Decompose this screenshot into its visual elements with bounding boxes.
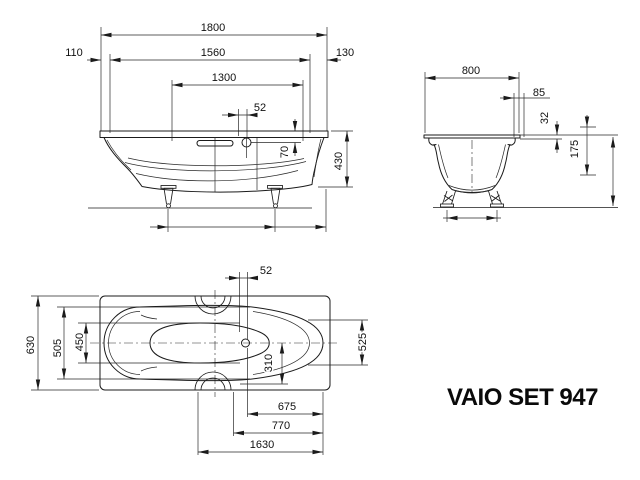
dim-label-32: 32	[539, 112, 551, 124]
side-view: 1800 1560 110 130 1300 52 70 430	[64, 21, 356, 232]
dim-label-110: 110	[65, 47, 83, 59]
dim-label-1630: 1630	[250, 439, 274, 451]
dim-label-175: 175	[569, 140, 581, 158]
bathtub-end-outline	[423, 134, 521, 193]
tub-feet-end	[440, 190, 504, 208]
dim-label-85: 85	[533, 87, 545, 99]
grip-slot	[196, 140, 234, 147]
product-title: VAIO SET 947	[447, 384, 598, 411]
dim-label-450: 450	[74, 333, 86, 351]
dim-label-505: 505	[52, 339, 64, 357]
dim-label-630: 630	[25, 336, 37, 354]
bathtub-side-inner-lines	[106, 137, 322, 192]
dim-label-800: 800	[462, 65, 480, 77]
plan-dimension-lines	[31, 272, 368, 455]
dim-label-430: 430	[333, 152, 345, 170]
dim-label-52-plan: 52	[260, 265, 272, 277]
plan-view: 52 630 505 450 525 310 675 770 1630	[24, 264, 371, 455]
dim-label-130: 130	[336, 47, 354, 59]
bathtub-plan-opening	[103, 304, 324, 382]
end-view: 800 85 32 175	[423, 64, 618, 222]
dim-label-1800: 1800	[201, 22, 225, 34]
dim-label-675: 675	[278, 401, 296, 413]
dim-label-1560: 1560	[201, 47, 225, 59]
grip-recesses	[194, 295, 232, 391]
dim-label-525: 525	[357, 333, 369, 351]
tub-feet-side	[160, 185, 283, 209]
dim-label-1300: 1300	[212, 72, 236, 84]
dim-label-310: 310	[263, 354, 275, 372]
bathtub-plan-inner-curves	[108, 311, 310, 375]
bathtub-plan-floor	[149, 322, 270, 364]
drain-hole	[241, 338, 250, 348]
dim-label-70: 70	[279, 146, 291, 158]
bathtub-plan-rim	[99, 295, 331, 391]
bathtub-side-outline	[99, 130, 329, 193]
end-dimension-lines	[424, 72, 618, 222]
dim-label-770: 770	[272, 420, 290, 432]
dim-label-52-side: 52	[254, 102, 266, 114]
bathtub-end-inner-lines	[438, 144, 506, 194]
